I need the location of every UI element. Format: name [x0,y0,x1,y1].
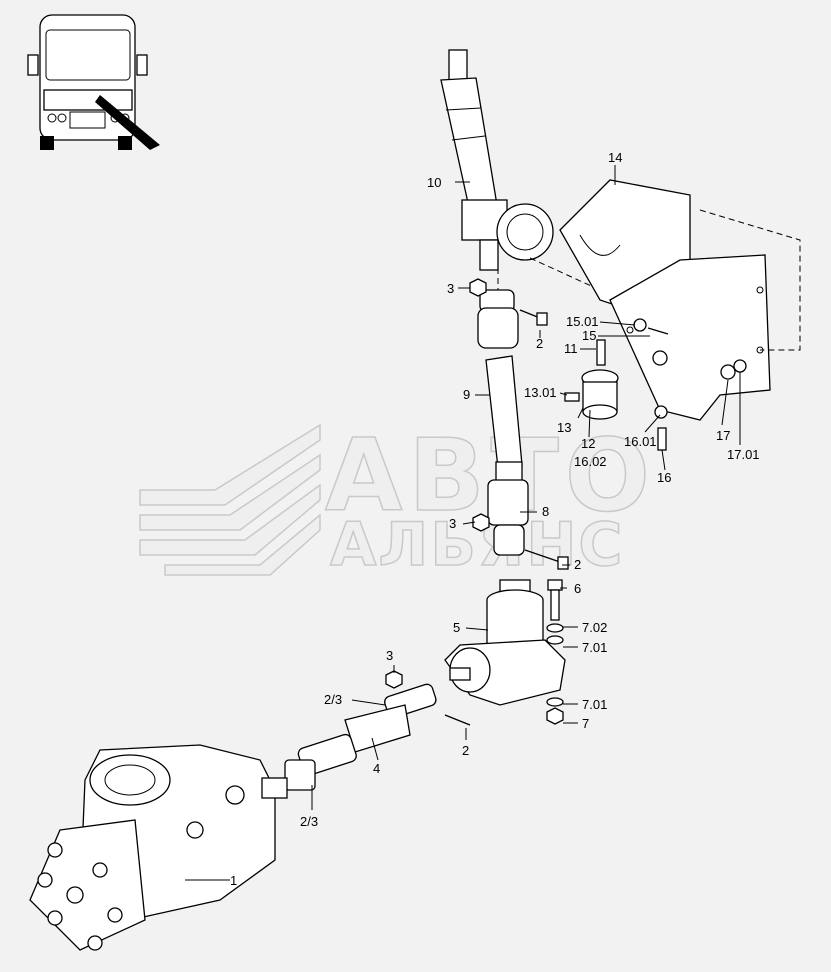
callout-2c: 2 [462,743,469,758]
callout-7-01a: 7.01 [582,640,607,655]
bolt-16 [652,350,668,451]
callout-2a: 2 [536,336,543,351]
bolt-2b [524,549,569,570]
bolt-2c [444,714,471,726]
watermark: АВТО АЛЬЯНС [139,416,656,581]
callouts: 14 10 3 2 15.01 15 11 9 13.01 13 12 16.0… [230,150,760,888]
watermark-logo-icon [139,423,321,576]
callout-6: 6 [574,581,581,596]
damper-assembly [564,339,619,420]
callout-3a: 3 [447,281,454,296]
callout-17: 17 [716,428,730,443]
bolt-2a [519,309,548,326]
callout-2-3b: 2/3 [300,814,318,829]
callout-3b: 3 [449,516,456,531]
callout-11: 11 [564,341,578,356]
callout-10: 10 [427,175,441,190]
callout-5: 5 [453,620,460,635]
callout-12: 12 [581,436,595,451]
callout-3c: 3 [386,648,393,663]
steering-column [440,49,554,271]
callout-13: 13 [557,420,571,435]
callout-7-02: 7.02 [582,620,607,635]
callout-15-01: 15.01 [566,314,599,329]
callout-4: 4 [373,761,380,776]
callout-2-3a: 2/3 [324,692,342,707]
callout-9: 9 [463,387,470,402]
callout-14: 14 [608,150,622,165]
callout-13-01: 13.01 [524,385,557,400]
callout-1: 1 [230,873,237,888]
bolt-6 [546,579,564,725]
intermediate-shaft [477,289,529,556]
callout-7-01b: 7.01 [582,697,607,712]
callout-2b: 2 [574,557,581,572]
nut-3a [469,278,487,297]
callout-7: 7 [582,716,589,731]
watermark-line1: АВТО [325,417,656,534]
callout-8: 8 [542,504,549,519]
callout-16-02: 16.02 [574,454,607,469]
nut-3c [385,670,403,689]
callout-17-01: 17.01 [727,447,760,462]
bus-thumbnail-icon [27,14,160,150]
angle-gearbox [444,579,566,706]
callout-16: 16 [657,470,671,485]
nut-3b [472,513,490,532]
cardan-shaft [284,683,437,791]
leader-lines [185,165,741,881]
callout-15: 15 [582,328,596,343]
steering-gear [29,744,288,951]
callout-16-01: 16.01 [624,434,657,449]
